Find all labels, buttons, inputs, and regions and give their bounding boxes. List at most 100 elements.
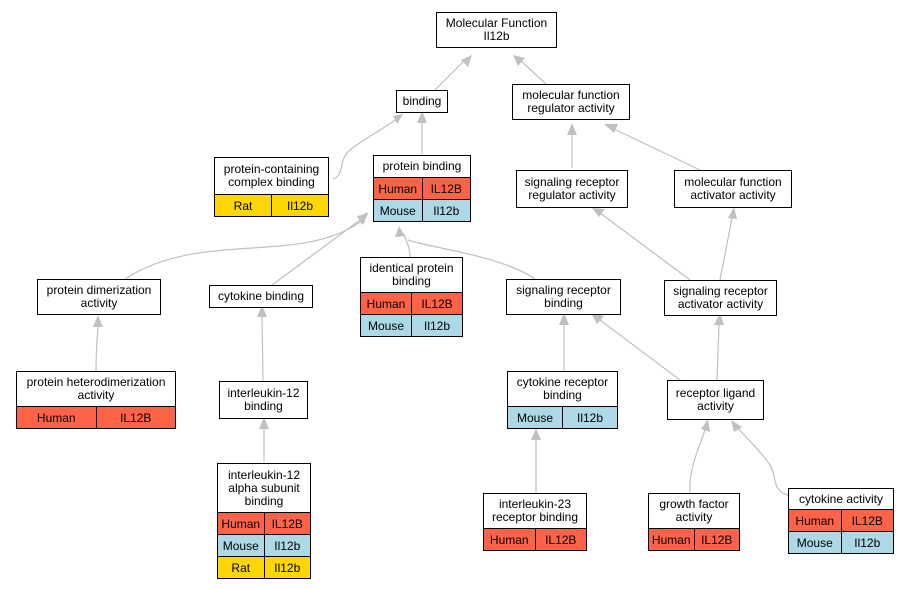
- node-title-line: activity: [697, 399, 734, 413]
- edge-sract-to-mfact: [719, 217, 733, 281]
- species-label: Mouse: [516, 410, 554, 425]
- edge-srbind-to-pb: [407, 239, 536, 280]
- node-title-line: cytokine activity: [798, 491, 884, 506]
- arrowhead: [559, 313, 569, 325]
- node-title-line: interleukin-12: [227, 386, 300, 400]
- arrowhead: [257, 305, 267, 317]
- node-title-line: binding: [402, 94, 442, 108]
- node-title-line: cytokine binding: [217, 289, 305, 303]
- species-label: Human: [221, 516, 261, 531]
- arrowhead: [531, 428, 541, 440]
- node-title-line: molecular function: [522, 88, 620, 102]
- arrowhead: [393, 114, 403, 124]
- edge-gf-to-rl: [689, 429, 706, 494]
- gene-label: Il12b: [263, 535, 311, 556]
- edge-binding-to-root: [434, 59, 466, 91]
- node-title-line: Molecular Function: [445, 16, 548, 30]
- node-title-line: protein binding: [382, 159, 462, 173]
- gene-label: Il12b: [263, 557, 311, 578]
- gene-label: Il12b: [271, 195, 328, 216]
- gene-label: IL12B: [421, 178, 471, 199]
- node-title: protein binding: [374, 156, 470, 177]
- node-title-line: binding: [543, 388, 582, 402]
- node-title-line: activator activity: [690, 188, 776, 202]
- species-label: Rat: [233, 198, 253, 213]
- arrowhead: [714, 313, 724, 325]
- arrowhead: [591, 313, 604, 324]
- arrowhead: [604, 124, 618, 133]
- edge-mfact-to-mfreg: [613, 128, 701, 171]
- arrowhead: [513, 55, 525, 66]
- edge-mfreg-to-root: [519, 59, 547, 85]
- node-title-line: protein dimerization: [46, 283, 152, 297]
- edge-protdimer-to-pb: [124, 221, 361, 280]
- arrowhead: [259, 417, 269, 429]
- edge-idpb-to-pb: [403, 233, 411, 258]
- gene-label: IL12B: [95, 407, 176, 428]
- species-label: Human: [378, 181, 418, 196]
- species-label: Human: [36, 410, 76, 425]
- species-label: Human: [366, 296, 406, 311]
- arrowhead: [728, 207, 737, 219]
- arrowhead: [592, 208, 605, 217]
- arrowhead: [395, 226, 405, 237]
- node-title-line: binding: [244, 399, 283, 413]
- node-title-line: protein-containing: [223, 162, 320, 176]
- species-label: Human: [489, 532, 529, 547]
- node-title-line: binding: [244, 493, 284, 508]
- go-node-binding[interactable]: binding: [396, 90, 448, 113]
- node-title-line: Il12b: [483, 29, 510, 43]
- gene-label: IL12B: [263, 513, 311, 534]
- node-title-line: interleukin-12: [227, 467, 301, 482]
- node-title: binding: [397, 91, 447, 112]
- species-label: Mouse: [222, 538, 259, 553]
- go-node-cytokine-binding[interactable]: cytokine binding: [209, 285, 313, 308]
- node-title-line: receptor binding: [491, 510, 579, 524]
- arrowhead: [731, 420, 742, 432]
- edge-hetero-to-dimer: [95, 325, 99, 372]
- arrowhead: [701, 419, 710, 432]
- node-title-line: protein heterodimerization: [26, 375, 166, 389]
- arrowhead: [93, 315, 103, 327]
- node-title-line: interleukin-23: [498, 497, 572, 511]
- species-row-human: Human IL12B: [17, 406, 175, 428]
- node-title-line: identical protein: [369, 261, 454, 275]
